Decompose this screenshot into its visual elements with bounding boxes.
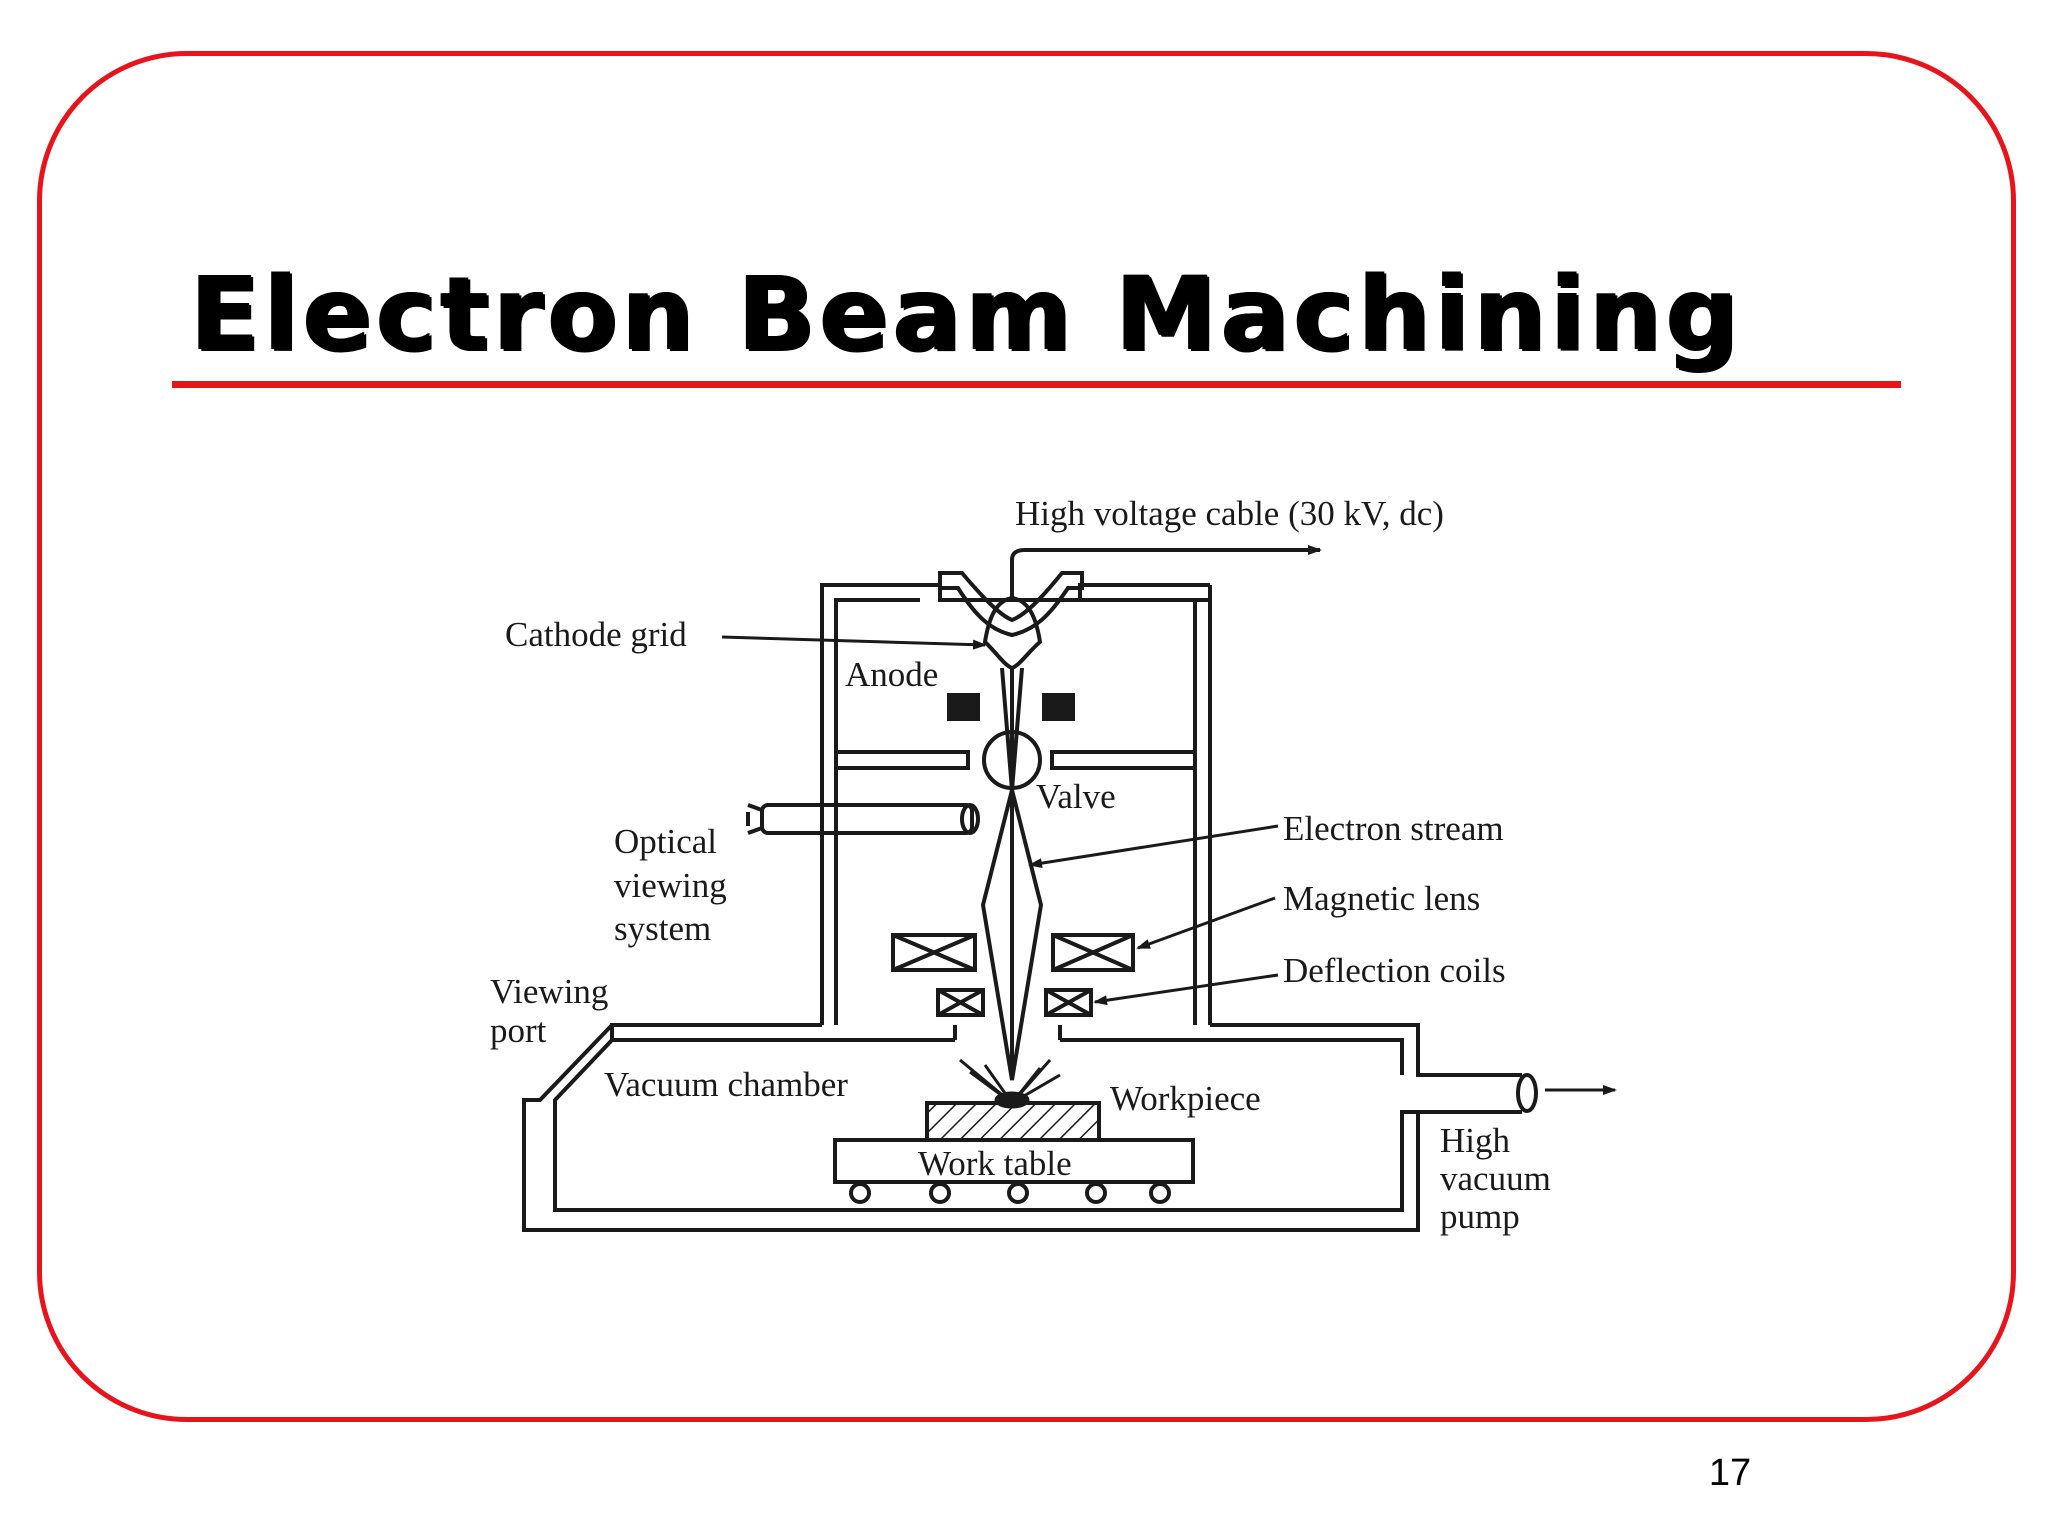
label-workpiece: Workpiece [1110, 1079, 1261, 1118]
magnetic-lens-left [891, 933, 977, 972]
label-pump-3: pump [1440, 1197, 1520, 1236]
label-pump-1: High [1440, 1121, 1511, 1160]
anode-block-right [1042, 693, 1075, 721]
label-anode: Anode [845, 655, 938, 694]
deflection-coils-leader [1093, 973, 1279, 1006]
label-cathode-grid: Cathode grid [505, 615, 687, 654]
label-deflection-coils: Deflection coils [1283, 951, 1506, 990]
label-optical-3: system [614, 909, 711, 948]
label-viewing-2: port [490, 1011, 547, 1050]
label-work-table: Work table [918, 1144, 1072, 1183]
gun-housing-outer-left [820, 583, 940, 1025]
cathode-grid-leader [721, 635, 987, 650]
electron-stream-leader [1028, 824, 1279, 869]
vacuum-chamber-inner [553, 1100, 1418, 1212]
vacuum-chamber-roof-right [1210, 1023, 1522, 1077]
label-electron-stream: Electron stream [1283, 809, 1504, 848]
magnetic-lens-right [1051, 933, 1135, 972]
pump-pipe-end [1516, 1073, 1538, 1113]
title-underline [172, 381, 1901, 388]
slide-border [37, 51, 2016, 1422]
cathode [982, 595, 1043, 671]
workpiece [925, 1101, 1101, 1142]
high-voltage-cable [1010, 545, 1322, 598]
spark-spray [959, 1058, 1061, 1109]
label-valve: Valve [1036, 777, 1116, 816]
deflection-coil-left [936, 988, 985, 1017]
page-number: 17 [1708, 1452, 1752, 1494]
anode-block-left [947, 693, 980, 721]
work-table-wheels [849, 1182, 1171, 1204]
label-optical-1: Optical [614, 822, 717, 861]
optical-tube [760, 803, 974, 835]
slide-title: Electron Beam Machining [190, 255, 1743, 374]
label-magnetic-lens: Magnetic lens [1283, 879, 1480, 918]
deflection-coil-right [1044, 988, 1093, 1017]
label-viewing-1: Viewing [490, 972, 608, 1011]
label-high-voltage-cable: High voltage cable (30 kV, dc) [1015, 494, 1444, 533]
label-optical-2: viewing [614, 866, 727, 905]
label-vacuum-chamber: Vacuum chamber [604, 1065, 848, 1104]
label-pump-2: vacuum [1440, 1159, 1551, 1198]
magnetic-lens-leader [1136, 896, 1276, 950]
anode-chamber-floor [836, 750, 970, 770]
vacuum-chamber-roof-left [610, 1023, 955, 1042]
